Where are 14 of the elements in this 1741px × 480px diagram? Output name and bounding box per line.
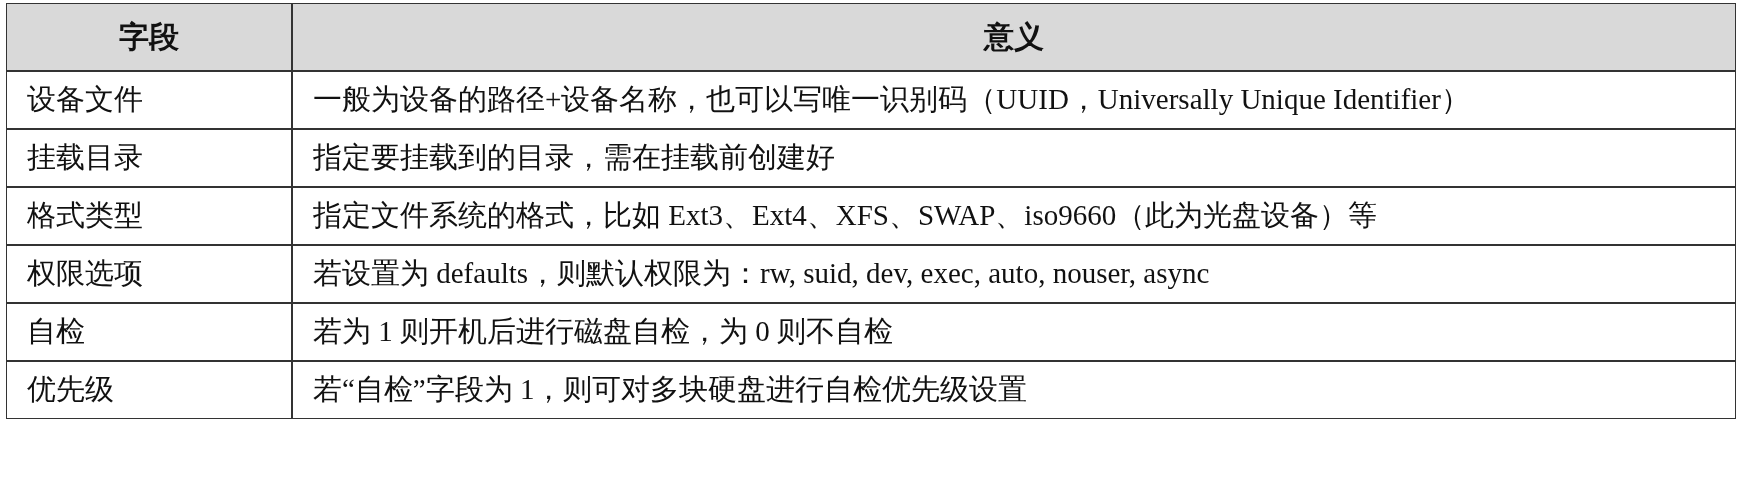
table-cell: 指定文件系统的格式，比如 Ext3、Ext4、XFS、SWAP、iso9660（此为光盘设备）等 [292,187,1736,245]
table-cell: 挂载目录 [6,129,292,187]
header-cell: 字段 [6,3,292,71]
table-cell: 若“自检”字段为 1，则可对多块硬盘进行自检优先级设置 [292,361,1736,419]
header-cell: 意义 [292,3,1736,71]
table-cell: 设备文件 [6,71,292,129]
table-cell: 若设置为 defaults，则默认权限为：rw, suid, dev, exec, auto, nouser, async [292,245,1736,303]
table-cell: 一般为设备的路径+设备名称，也可以写唯一识别码（UUID，Universally Unique Identifier） [292,71,1736,129]
table-cell: 指定要挂载到的目录，需在挂载前创建好 [292,129,1736,187]
table-cell: 优先级 [6,361,292,419]
table-cell: 若为 1 则开机后进行磁盘自检，为 0 则不自检 [292,303,1736,361]
table-cell: 权限选项 [6,245,292,303]
table-cell: 自检 [6,303,292,361]
table-cell: 格式类型 [6,187,292,245]
